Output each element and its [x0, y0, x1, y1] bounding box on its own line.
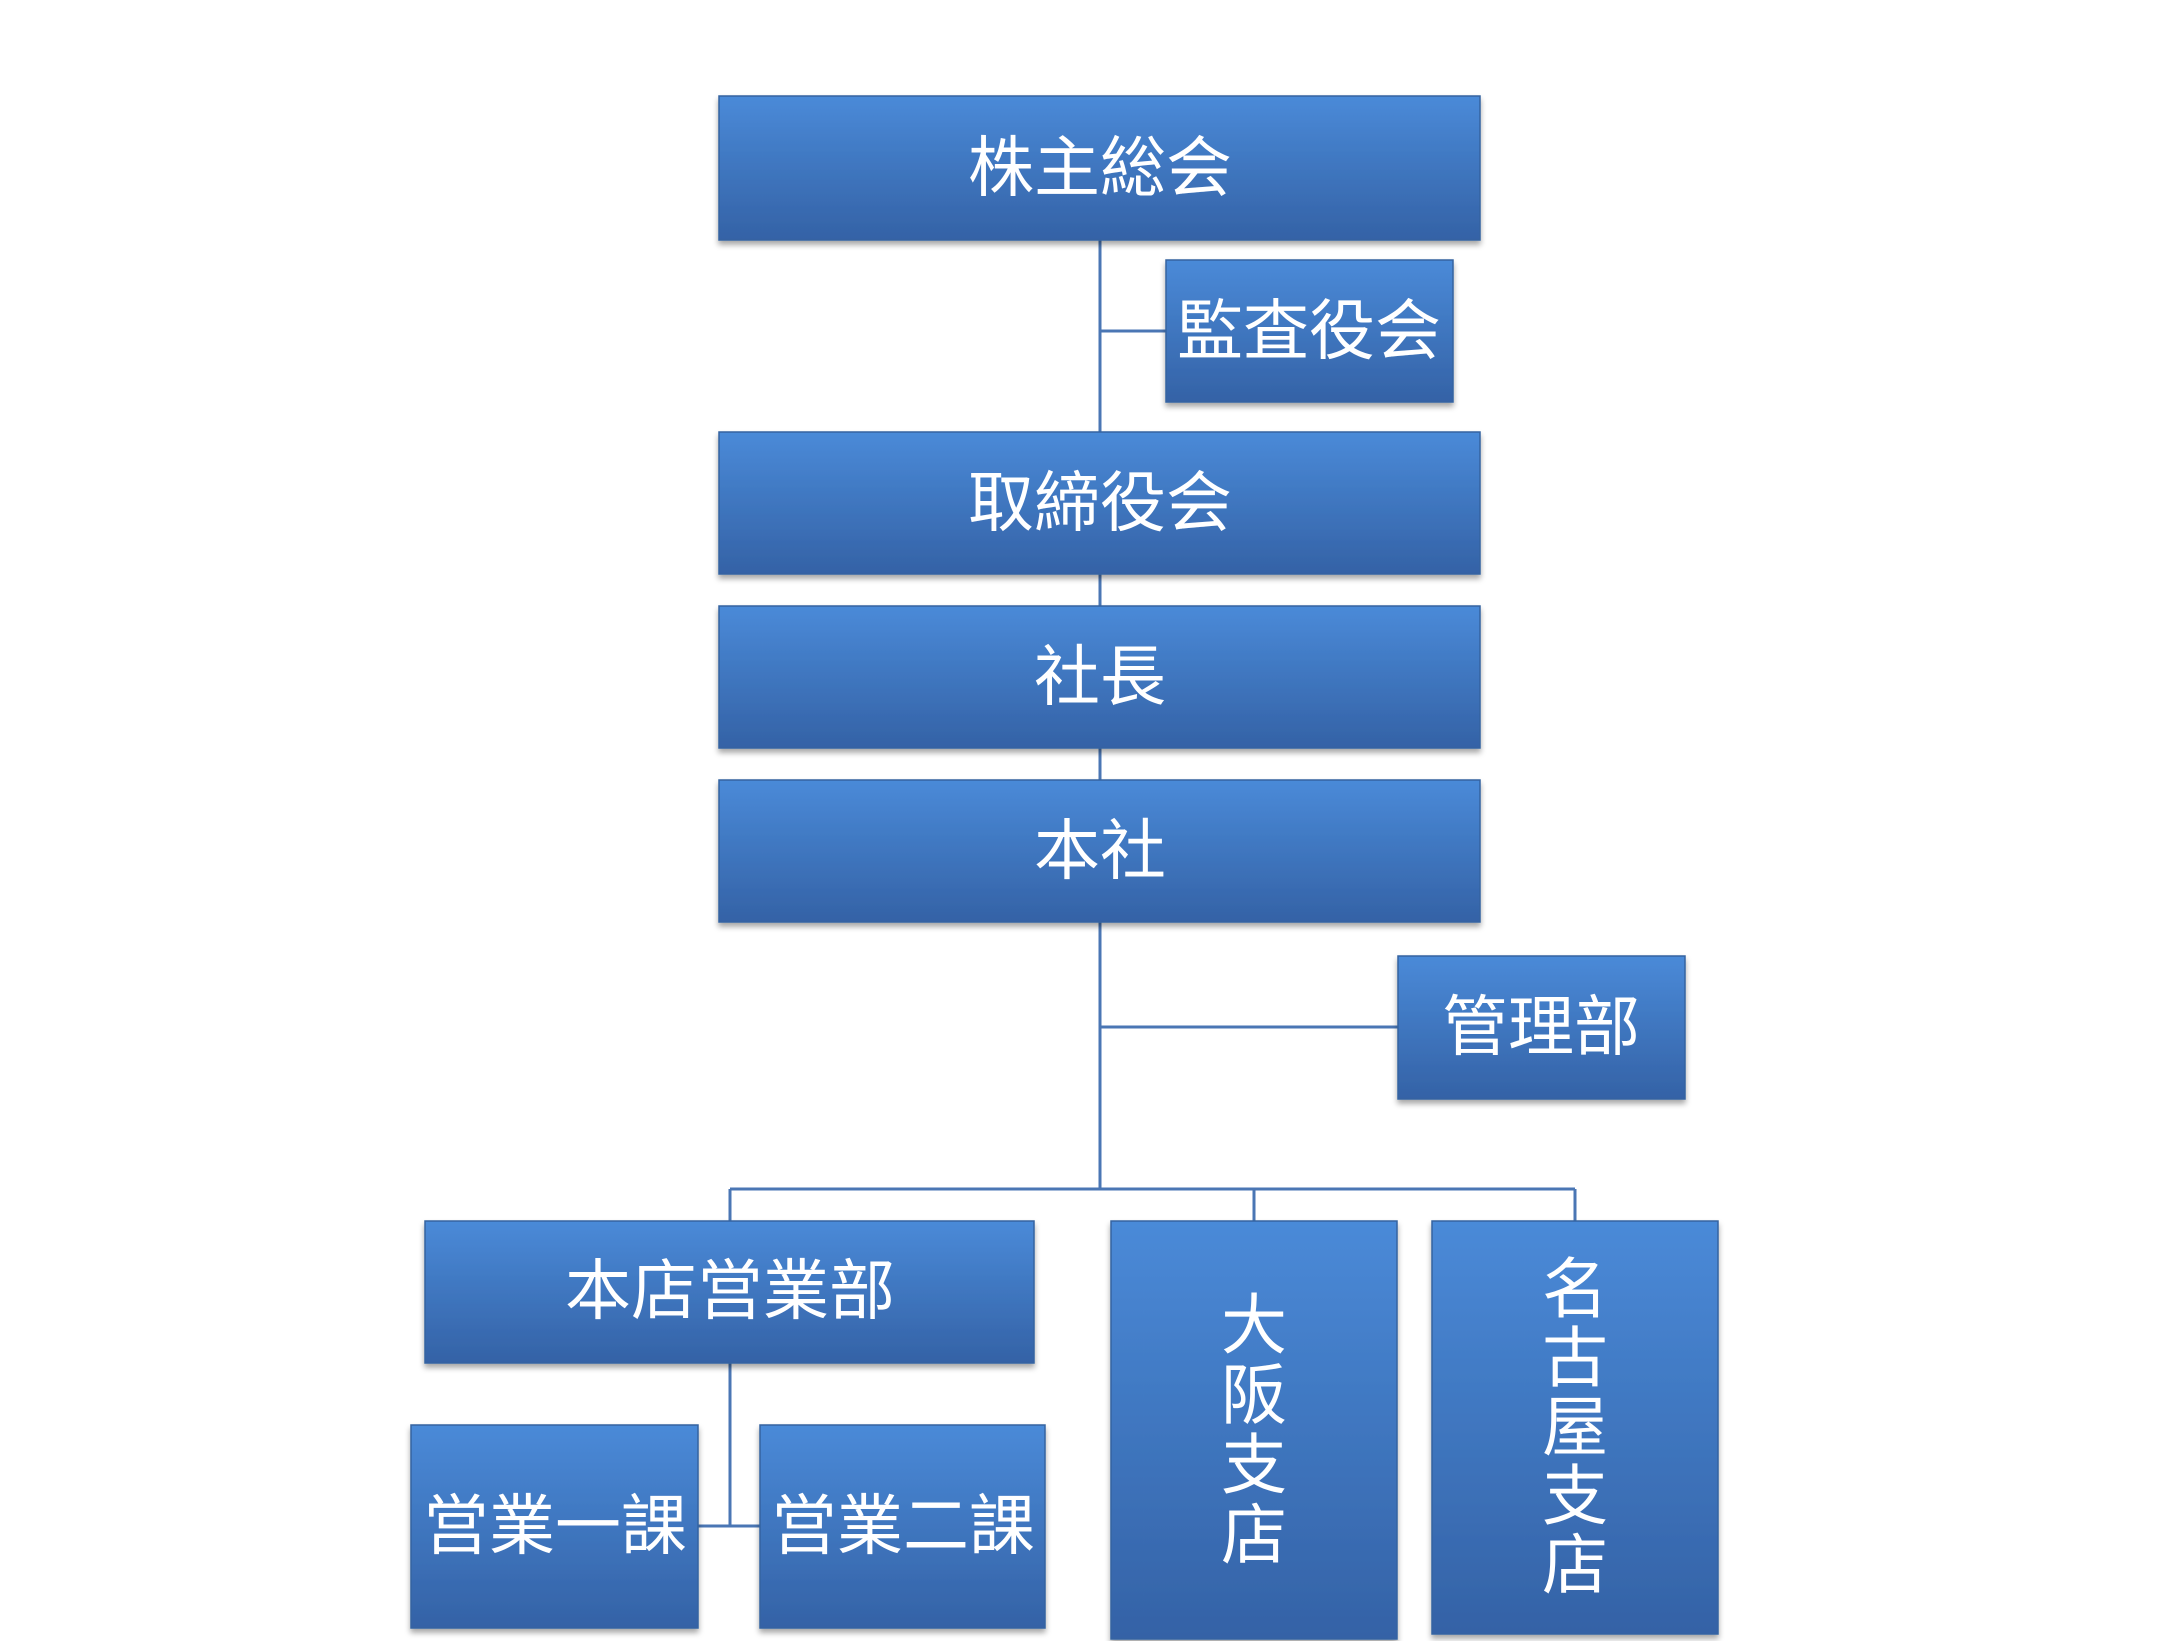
vertical-label-char: 名 — [1542, 1251, 1608, 1328]
node-audit-board-box — [1165, 259, 1454, 403]
node-board-of-directors: 取締役会 — [718, 431, 1481, 575]
node-head-office-box — [718, 779, 1481, 923]
node-nagoya-branch-label: 名古屋支店 — [1542, 1251, 1608, 1604]
node-shareholders-meeting: 株主総会 — [718, 95, 1481, 241]
vertical-label-char: 支 — [1221, 1427, 1287, 1504]
node-head-office-label: 本社 — [1034, 813, 1166, 890]
node-nagoya-branch: 名古屋支店 — [1431, 1220, 1719, 1635]
node-sales-section-2-box — [759, 1424, 1046, 1629]
node-sales-section-1: 営業一課 — [410, 1424, 699, 1629]
node-president-box — [718, 605, 1481, 749]
node-sales-section-1-label: 営業一課 — [423, 1488, 687, 1565]
vertical-label-char: 阪 — [1221, 1357, 1287, 1434]
node-administration-dept: 管理部 — [1397, 955, 1686, 1100]
node-sales-section-2-label: 営業二課 — [771, 1488, 1035, 1565]
node-sales-section-2: 営業二課 — [759, 1424, 1046, 1629]
node-main-branch-sales-dept-label: 本店営業部 — [565, 1253, 895, 1330]
node-head-office: 本社 — [718, 779, 1481, 923]
vertical-label-char: 支 — [1542, 1458, 1608, 1535]
node-president: 社長 — [718, 605, 1481, 749]
node-main-branch-sales-dept-box — [424, 1220, 1035, 1364]
vertical-label-char: 古 — [1542, 1320, 1608, 1397]
node-shareholders-meeting-box — [718, 95, 1481, 241]
node-administration-dept-label: 管理部 — [1442, 989, 1640, 1066]
node-board-of-directors-label: 取締役会 — [968, 465, 1232, 542]
node-nagoya-branch-box — [1431, 1220, 1719, 1635]
node-osaka-branch-label: 大阪支店 — [1221, 1287, 1287, 1574]
node-board-of-directors-box — [718, 431, 1481, 575]
node-sales-section-1-box — [410, 1424, 699, 1629]
node-audit-board: 監査役会 — [1165, 259, 1454, 403]
vertical-label-char: 大 — [1221, 1287, 1287, 1364]
vertical-label-char: 屋 — [1542, 1389, 1608, 1466]
node-shareholders-meeting-label: 株主総会 — [968, 130, 1232, 207]
node-osaka-branch-box — [1110, 1220, 1398, 1640]
vertical-label-char: 店 — [1542, 1527, 1608, 1604]
node-osaka-branch: 大阪支店 — [1110, 1220, 1398, 1640]
node-audit-board-label: 監査役会 — [1177, 293, 1441, 370]
node-president-label: 社長 — [1034, 639, 1166, 716]
node-administration-dept-box — [1397, 955, 1686, 1100]
node-main-branch-sales-dept: 本店営業部 — [424, 1220, 1035, 1364]
vertical-label-char: 店 — [1221, 1497, 1287, 1574]
